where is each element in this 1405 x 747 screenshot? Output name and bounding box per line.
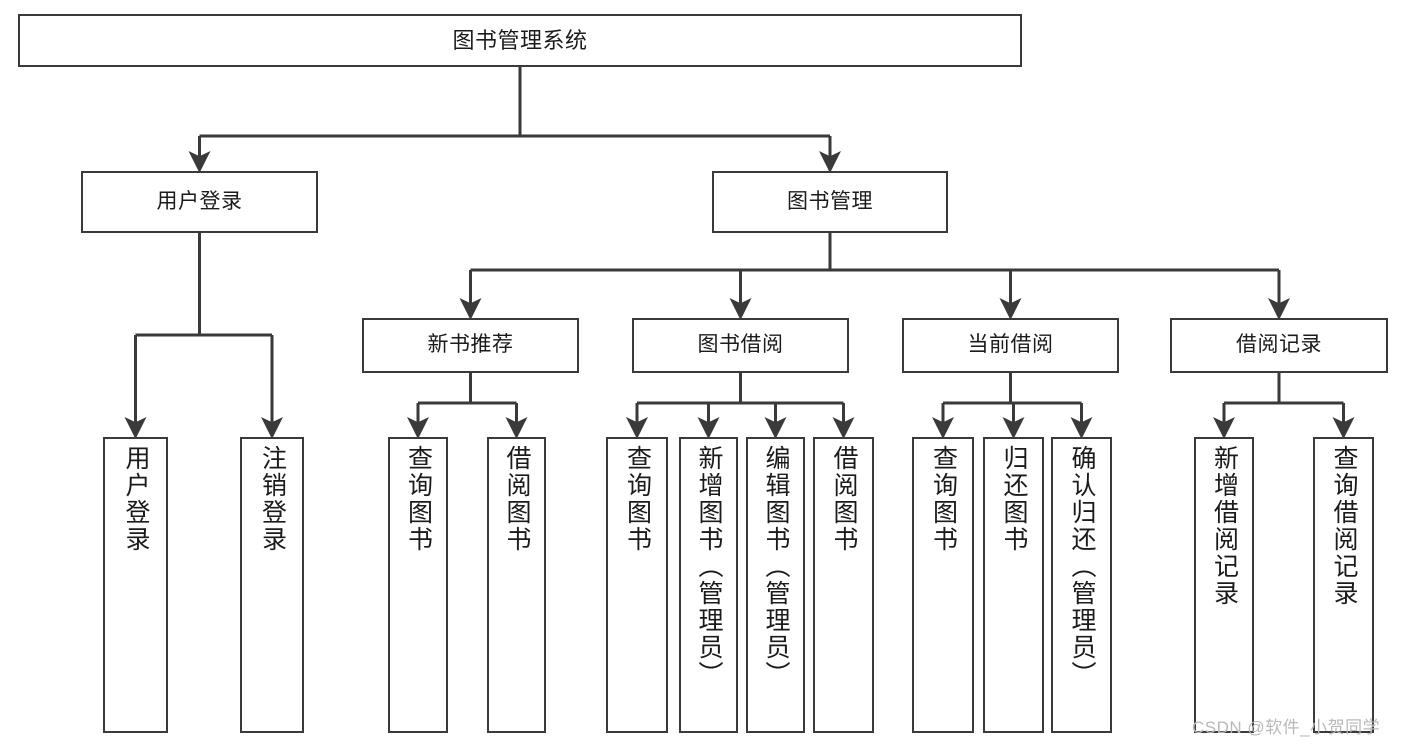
node-label-leaf-add-borrow-record: 新增借阅记录 [1210,445,1239,607]
node-leaf-add-book[interactable]: 新增图书（管理员） [679,437,738,733]
node-new-book-recommend[interactable]: 新书推荐 [362,318,579,373]
node-label-book-borrow: 图书借阅 [697,333,784,357]
node-book-borrow[interactable]: 图书借阅 [632,318,849,373]
node-leaf-borrow-book-recommend[interactable]: 借阅图书 [487,437,546,733]
node-label-borrow-record: 借阅记录 [1236,333,1322,357]
node-label-book-management: 图书管理 [787,189,873,213]
node-borrow-record[interactable]: 借阅记录 [1170,318,1388,373]
node-root[interactable]: 图书管理系统 [18,14,1022,67]
node-current-borrow[interactable]: 当前借阅 [902,318,1119,373]
node-leaf-logout[interactable]: 注销登录 [240,437,304,733]
node-leaf-return-book[interactable]: 归还图书 [983,437,1044,733]
node-leaf-confirm-return[interactable]: 确认归还（管理员） [1051,437,1112,733]
node-label-leaf-edit-book: 编辑图书（管理员） [762,445,790,688]
node-label-user-login: 用户登录 [156,189,243,213]
node-leaf-query-book-recommend[interactable]: 查询图书 [388,437,448,733]
node-label-leaf-return-book: 归还图书 [1000,445,1028,553]
node-label-leaf-query-book-recommend: 查询图书 [404,445,433,553]
node-label-leaf-user-login: 用户登录 [122,445,150,553]
node-leaf-edit-book[interactable]: 编辑图书（管理员） [746,437,805,733]
node-label-leaf-query-book-borrow: 查询图书 [623,445,652,553]
node-label-leaf-borrow-book-recommend: 借阅图书 [503,445,531,553]
node-label-leaf-query-book-current: 查询图书 [929,445,958,553]
node-leaf-user-login[interactable]: 用户登录 [103,437,168,733]
node-label-leaf-query-borrow-record: 查询借阅记录 [1330,445,1358,607]
node-label-leaf-borrow-book: 借阅图书 [830,445,858,553]
node-leaf-query-borrow-record[interactable]: 查询借阅记录 [1313,437,1374,733]
node-label-leaf-confirm-return: 确认归还（管理员） [1068,445,1096,688]
node-leaf-query-book-borrow[interactable]: 查询图书 [606,437,668,733]
watermark-text: CSDN @软件_小贺同学 [1192,718,1381,737]
node-label-root: 图书管理系统 [452,27,588,53]
node-label-leaf-logout: 注销登录 [258,445,287,553]
node-label-current-borrow: 当前借阅 [967,333,1054,357]
node-leaf-query-book-current[interactable]: 查询图书 [912,437,974,733]
node-label-new-book-recommend: 新书推荐 [427,333,514,357]
node-book-management[interactable]: 图书管理 [712,171,948,233]
node-leaf-borrow-book[interactable]: 借阅图书 [813,437,874,733]
node-label-leaf-add-book: 新增图书（管理员） [695,445,723,688]
node-user-login[interactable]: 用户登录 [81,171,318,233]
node-leaf-add-borrow-record[interactable]: 新增借阅记录 [1194,437,1254,733]
